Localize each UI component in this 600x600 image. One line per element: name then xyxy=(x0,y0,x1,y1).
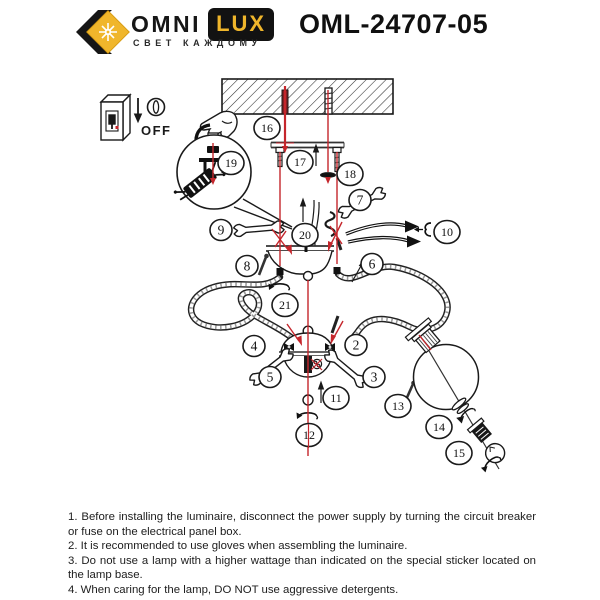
part-number-4: 4 xyxy=(251,339,258,354)
part-number-10: 10 xyxy=(441,225,453,239)
part-callout-14 xyxy=(425,414,453,440)
electrical-panel-icon xyxy=(99,93,132,142)
omnilux-logo-icon xyxy=(76,10,130,54)
part-number-8: 8 xyxy=(244,259,251,274)
part-callout-6 xyxy=(360,252,384,276)
part-number-13: 13 xyxy=(392,399,404,413)
part-callout-17 xyxy=(286,149,314,175)
part-number-3: 3 xyxy=(371,370,378,385)
light-bulb-icon xyxy=(484,442,506,464)
part-callouts: 16171819792010862124531112131415 xyxy=(209,115,473,466)
part-number-16: 16 xyxy=(261,121,273,135)
instruction-item: 3. Do not use a lamp with a higher watta… xyxy=(68,554,536,582)
part-number-14: 14 xyxy=(433,420,445,434)
part-callout-7 xyxy=(348,188,372,212)
part-number-11: 11 xyxy=(330,391,342,405)
part-number-18: 18 xyxy=(344,167,356,181)
model-number: OML-24707-05 xyxy=(299,9,489,39)
power-off-knob-icon xyxy=(146,97,166,117)
part-callout-16 xyxy=(253,115,281,141)
part-number-6: 6 xyxy=(369,257,376,272)
ceiling-hatch xyxy=(210,78,394,125)
right-flexible-arm xyxy=(334,263,451,345)
part-callout-9 xyxy=(209,218,233,242)
instructions-block: 1. Before installing the luminaire, disc… xyxy=(68,510,536,598)
up-arrow-icon xyxy=(299,143,320,222)
part-number-7: 7 xyxy=(357,193,364,208)
instruction-item: 1. Before installing the luminaire, disc… xyxy=(68,511,536,538)
part-callout-4 xyxy=(242,334,266,358)
part-callout-2 xyxy=(344,333,368,357)
part-number-19: 19 xyxy=(225,156,237,170)
terminal-block-callout xyxy=(173,134,293,230)
brand-badge: LUX xyxy=(208,8,275,41)
part-number-15: 15 xyxy=(453,446,465,460)
part-number-5: 5 xyxy=(267,370,274,385)
down-arrow-icon xyxy=(133,98,143,124)
part-callout-19 xyxy=(217,150,245,176)
glass-globe xyxy=(412,343,480,411)
globe-assembly xyxy=(404,317,506,474)
part-number-20: 20 xyxy=(299,228,311,242)
part-callout-11 xyxy=(322,385,350,411)
part-callout-18 xyxy=(336,161,364,187)
brand-tagline: СВЕТ КАЖДОМУ xyxy=(133,38,262,48)
part-number-21: 21 xyxy=(279,298,291,312)
instruction-item: 2. It is recommended to use gloves when … xyxy=(68,540,408,553)
wire-bundle xyxy=(345,220,432,248)
part-callout-5 xyxy=(258,365,282,389)
part-number-9: 9 xyxy=(218,223,225,238)
part-callout-15 xyxy=(445,440,473,466)
instruction-item: 4. When caring for the lamp, DO NOT use … xyxy=(68,583,399,596)
part-callout-20 xyxy=(291,222,319,248)
part-callout-10 xyxy=(433,219,461,245)
brand-name: OMNI xyxy=(131,11,202,37)
left-flexible-arm xyxy=(187,273,296,342)
part-callout-3 xyxy=(362,365,386,389)
canopy xyxy=(266,240,341,292)
part-callout-8 xyxy=(235,254,259,278)
part-number-2: 2 xyxy=(353,338,360,353)
part-number-17: 17 xyxy=(294,155,306,169)
off-label: OFF xyxy=(141,123,172,138)
page-header: OMNI LUX СВЕТ КАЖДОМУ OML-24707-05 xyxy=(0,0,600,64)
part-callout-21 xyxy=(271,292,299,318)
part-callout-13 xyxy=(384,393,412,419)
